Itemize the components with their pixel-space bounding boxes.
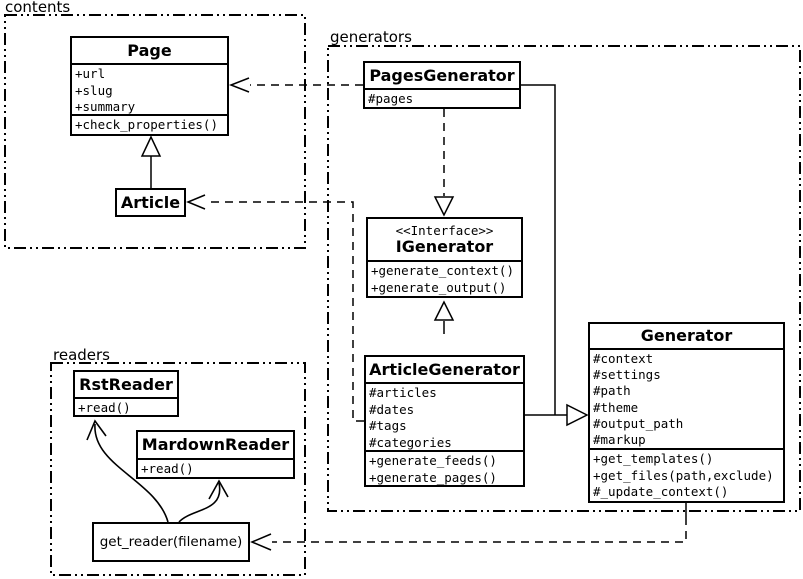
method: +generate_feeds() xyxy=(369,453,497,468)
class-title-rstreader: RstReader xyxy=(75,372,177,399)
class-methods-articlegenerator: +generate_feeds() +generate_pages() xyxy=(366,452,523,485)
package-border-contents xyxy=(4,14,306,249)
class-title-markdownreader: MardownReader xyxy=(138,432,293,460)
method: +generate_context() xyxy=(371,263,514,278)
class-box-generator: Generator #context #settings #path #them… xyxy=(588,322,785,503)
package-label-readers: readers xyxy=(53,346,110,364)
open-arrowhead-icon xyxy=(250,533,272,551)
package-border-generators xyxy=(327,45,801,512)
method: +get_files(path,exclude) xyxy=(593,467,774,483)
class-box-page: Page +url +slug +summary +check_properti… xyxy=(70,36,229,136)
generalization-triangle-icon xyxy=(433,300,455,321)
package-label-generators: generators xyxy=(330,28,412,46)
class-box-rstreader: RstReader +read() xyxy=(73,370,179,417)
generalization-triangle-icon xyxy=(566,403,589,427)
class-methods-page: +check_properties() xyxy=(72,116,227,134)
class-attributes-generator: #context #settings #path #theme #output_… xyxy=(590,350,783,450)
class-title-pagesgenerator: PagesGenerator xyxy=(365,63,519,90)
arrow-getreader-rstreader-curve xyxy=(94,423,169,523)
class-title-generator: Generator xyxy=(590,324,783,350)
class-title-page: Page xyxy=(72,38,227,65)
method: +get_templates() xyxy=(593,451,714,466)
attribute: +slug xyxy=(75,82,113,98)
realization-triangle-icon xyxy=(433,196,455,217)
class-box-igenerator: <<Interface>> IGenerator +generate_conte… xyxy=(366,217,523,298)
class-title-text: IGenerator xyxy=(395,237,494,256)
attribute: #dates xyxy=(369,401,415,417)
attribute: #articles xyxy=(369,385,437,400)
open-arrowhead-icon xyxy=(186,194,206,210)
class-stereotype-interface: <<Interface>> xyxy=(395,223,494,238)
class-methods-rstreader: +read() xyxy=(75,399,177,415)
attribute: #context xyxy=(593,351,654,366)
generalization-pagesgenerator-generator-line xyxy=(521,84,556,415)
class-methods-markdownreader: +read() xyxy=(138,460,293,477)
method: +read() xyxy=(78,400,131,415)
dependency-generator-getreader-line xyxy=(272,517,687,543)
function-box-get-reader: get_reader(filename) xyxy=(92,522,250,562)
class-attributes-page: +url +slug +summary xyxy=(72,65,227,116)
package-border-readers xyxy=(50,362,306,576)
open-arrowhead-icon xyxy=(228,77,250,93)
attribute: #markup xyxy=(593,432,646,448)
dependency-articlegenerator-article-line xyxy=(206,201,364,422)
class-methods-igenerator: +generate_context() +generate_output() xyxy=(368,262,521,296)
open-arrowhead-icon xyxy=(208,479,229,500)
method: +generate_pages() xyxy=(369,469,497,485)
class-box-articlegenerator: ArticleGenerator #articles #dates #tags … xyxy=(364,355,525,487)
package-label-contents: contents xyxy=(5,0,71,16)
class-title-igenerator: <<Interface>> IGenerator xyxy=(368,219,521,262)
attribute: #output_path xyxy=(593,415,684,431)
class-attributes-articlegenerator: #articles #dates #tags #categories xyxy=(366,384,523,452)
generalization-triangle-icon xyxy=(140,135,162,157)
method: +check_properties() xyxy=(75,117,218,132)
method: +read() xyxy=(141,461,194,476)
attribute: +summary xyxy=(75,99,136,114)
arrow-getreader-markdownreader-curve xyxy=(178,482,221,523)
method: #_update_context() xyxy=(593,484,729,499)
class-box-article: Article xyxy=(115,188,186,217)
class-title-articlegenerator: ArticleGenerator xyxy=(366,357,523,384)
class-box-pagesgenerator: PagesGenerator #pages xyxy=(363,61,521,109)
attribute: #theme xyxy=(593,399,639,415)
attribute: #path xyxy=(593,383,631,399)
class-box-markdownreader: MardownReader +read() xyxy=(136,430,295,479)
attribute: #categories xyxy=(369,434,452,450)
attribute: +url xyxy=(75,66,106,81)
open-arrowhead-icon xyxy=(86,419,107,441)
class-methods-generator: +get_templates() +get_files(path,exclude… xyxy=(590,450,783,501)
method: +generate_output() xyxy=(371,279,507,295)
attribute: #pages xyxy=(368,91,414,106)
class-title-article: Article xyxy=(120,192,181,212)
attribute: #tags xyxy=(369,418,407,433)
class-attributes-pagesgenerator: #pages xyxy=(365,90,519,107)
attribute: #settings xyxy=(593,367,661,383)
